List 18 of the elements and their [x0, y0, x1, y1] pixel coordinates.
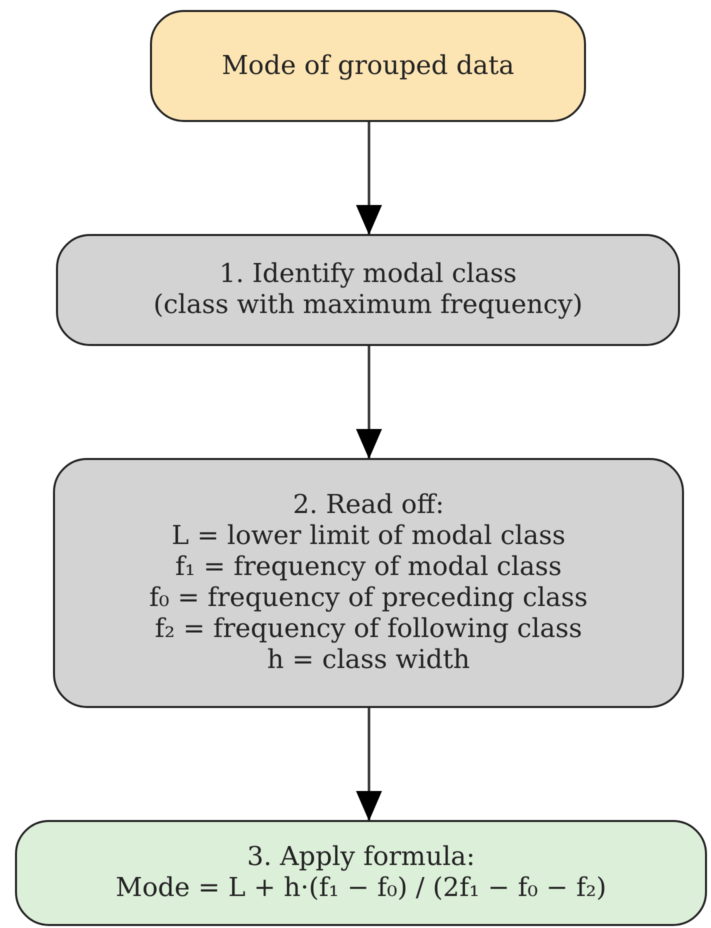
- node-text: (class with maximum frequency): [153, 290, 583, 321]
- node-text: 3. Apply formula:: [246, 842, 476, 873]
- node-text: L = lower limit of modal class: [172, 521, 566, 552]
- node-text: Mode = L + h·(f₁ − f₀) / (2f₁ − f₀ − f₂): [116, 873, 606, 904]
- process-box: [53, 458, 684, 708]
- node-text: 2. Read off:: [292, 490, 444, 521]
- arrow: [356, 708, 382, 821]
- node-text: f₀ = frequency of preceding class: [149, 583, 588, 614]
- arrow: [356, 122, 382, 235]
- node-text: f₁ = frequency of modal class: [175, 552, 562, 583]
- arrow: [356, 346, 382, 459]
- node-text: h = class width: [267, 645, 470, 676]
- end-box: [15, 820, 707, 926]
- node-text: f₂ = frequency of following class: [154, 614, 582, 645]
- node-text: 1. Identify modal class: [219, 259, 517, 290]
- node-text: Mode of grouped data: [222, 50, 514, 82]
- start-box: [150, 10, 586, 122]
- process-box: [56, 234, 680, 346]
